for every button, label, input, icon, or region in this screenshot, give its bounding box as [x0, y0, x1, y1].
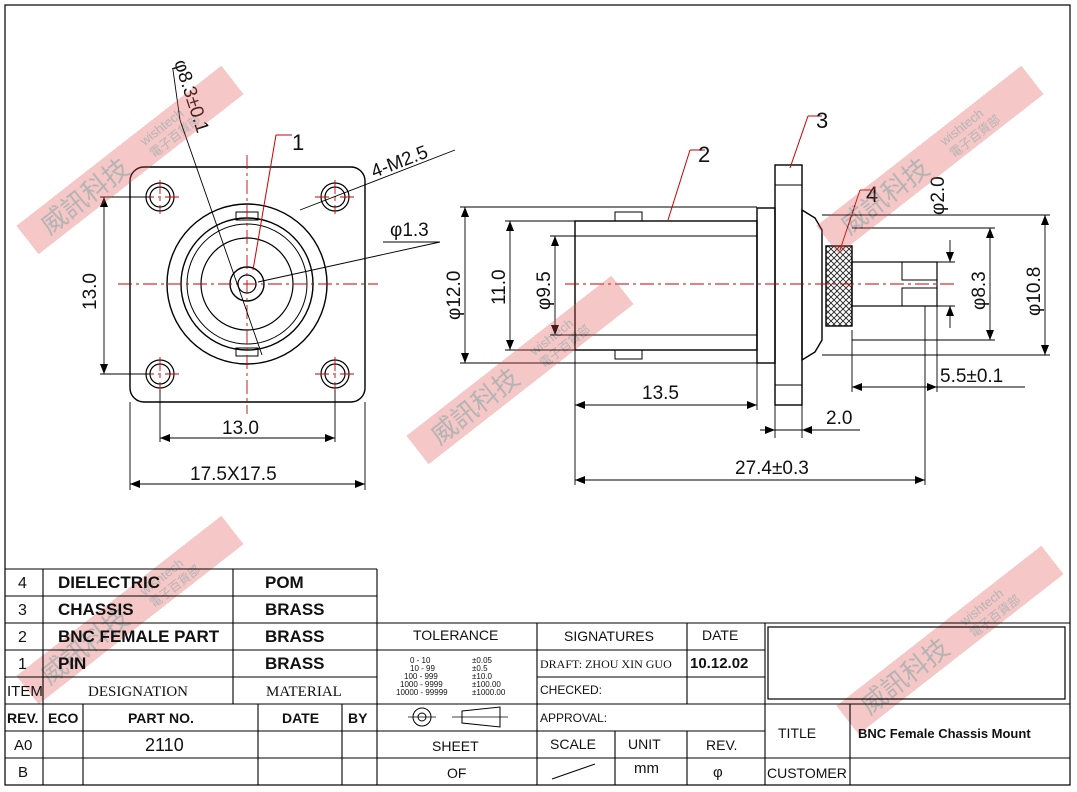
bom-designation: PIN [58, 654, 86, 673]
title-block-text: TOLERANCE 0 - 10 ±0.05 10 - 99 ±0.5 100 … [396, 627, 1031, 781]
date-label: DATE [702, 627, 738, 643]
tolerance-value: ±100.00 [472, 680, 501, 689]
drawing-labels: 1 2 3 4 φ8.3±0.1 4-M2.5 φ1.3 13.0 13.0 1… [80, 57, 1045, 485]
tolerance-range: 1000 - 9999 [400, 680, 443, 689]
flange-outline [129, 166, 366, 403]
rev-header-eco: ECO [48, 710, 78, 726]
draft-date: 10.12.02 [690, 655, 748, 672]
bom-rows: 4 DIELECTRIC POM 3 CHASSIS BRASS 2 BNC F… [7, 573, 368, 781]
tolerance-range: 10 - 99 [410, 664, 435, 673]
rev-header-by: BY [348, 710, 368, 726]
tolerance-value: ±1000.00 [472, 688, 506, 697]
bom-item: 4 [18, 575, 27, 592]
bom-item: 2 [18, 629, 27, 646]
dim-dia-8-3b: φ8.3 [969, 271, 990, 310]
watermark-stamp: 威訊科技 wishtech 電子百貨部 [406, 275, 634, 465]
watermark-stamp: 威訊科技 wishtech 電子百貨部 [816, 65, 1044, 255]
bom-header-designation: DESIGNATION [88, 684, 188, 700]
rev-header-date: DATE [282, 710, 319, 726]
bom-header-material: MATERIAL [266, 684, 342, 700]
rev-value: φ [713, 764, 723, 781]
bom-designation: DIELECTRIC [58, 573, 160, 592]
bom-material: POM [265, 573, 304, 592]
tolerance-value: ±10.0 [472, 672, 493, 681]
dim-dia-9-5: φ9.5 [534, 271, 555, 310]
svg-text:威訊科技: 威訊科技 [835, 153, 935, 241]
front-view [100, 69, 456, 490]
rev-header-rev: REV. [7, 710, 38, 726]
title-label: TITLE [778, 725, 816, 741]
watermark-stamp: 威訊科技 wishtech 電子百貨部 [836, 545, 1064, 735]
title-value: BNC Female Chassis Mount [858, 726, 1031, 741]
tolerance-range: 100 - 999 [404, 672, 438, 681]
dim-height-13: 13.0 [80, 273, 101, 310]
tolerance-range: 0 - 10 [410, 656, 431, 665]
dim-dia-2: φ2.0 [928, 176, 949, 215]
scale-label: SCALE [550, 736, 596, 752]
rev-row-part-no: 2110 [145, 735, 184, 755]
title-block [377, 623, 1070, 785]
rev-header-part-no: PART NO. [128, 710, 194, 726]
rev-label: REV. [706, 737, 737, 753]
mounting-holes [145, 182, 350, 389]
flange-side [774, 164, 803, 406]
tolerance-value: ±0.5 [472, 664, 488, 673]
side-dimensions [460, 206, 1050, 485]
callout-3: 3 [816, 108, 828, 133]
dim-13-5: 13.5 [642, 383, 679, 404]
bom-item: 1 [18, 656, 27, 673]
front-dimensions [100, 69, 456, 490]
bom-material: BRASS [265, 654, 325, 673]
rev-row-rev: B [18, 764, 28, 781]
bom-material: BRASS [265, 600, 325, 619]
bom-designation: BNC FEMALE PART [58, 627, 220, 646]
dim-11: 11.0 [489, 269, 510, 305]
center-lines [118, 155, 378, 414]
dim-2-0: 2.0 [826, 408, 852, 429]
unit-label: UNIT [628, 736, 661, 752]
sheet-label: SHEET [432, 738, 479, 754]
dim-5-5: 5.5±0.1 [940, 366, 1003, 387]
customer-label: CUSTOMER [767, 765, 847, 781]
tolerance-range: 10000 - 99999 [396, 688, 448, 697]
dielectric-knurl [825, 245, 853, 327]
unit-value: mm [634, 760, 659, 777]
svg-text:威訊科技: 威訊科技 [855, 633, 955, 721]
dim-dia-12: φ12.0 [444, 271, 465, 320]
bom-designation: CHASSIS [58, 600, 134, 619]
side-view [460, 115, 1050, 485]
dim-dia-10-8: φ10.8 [1024, 267, 1045, 316]
dim-width-13: 13.0 [222, 418, 259, 439]
svg-text:威訊科技: 威訊科技 [35, 153, 135, 241]
tolerance-value: ±0.05 [472, 656, 493, 665]
dim-27-4: 27.4±0.3 [735, 458, 809, 479]
approval-label: APPROVAL: [540, 711, 607, 725]
signatures-label: SIGNATURES [564, 628, 654, 644]
svg-text:威訊科技: 威訊科技 [425, 363, 525, 451]
callout-1: 1 [292, 130, 304, 155]
checked-label: CHECKED: [540, 683, 602, 697]
dim-dia-1-3: φ1.3 [390, 220, 429, 241]
callout-2: 2 [698, 142, 710, 167]
bom-header-item: ITEM [7, 683, 43, 700]
callout-4: 4 [866, 182, 878, 207]
dim-flange: 17.5X17.5 [190, 464, 277, 485]
bom-item: 3 [18, 602, 27, 619]
draft-name: DRAFT: ZHOU XIN GUO [540, 657, 672, 671]
rev-row-rev: A0 [14, 737, 32, 754]
tolerance-label: TOLERANCE [413, 627, 498, 643]
of-label: OF [447, 765, 466, 781]
bom-material: BRASS [265, 627, 325, 646]
dim-holes: 4-M2.5 [368, 142, 431, 183]
